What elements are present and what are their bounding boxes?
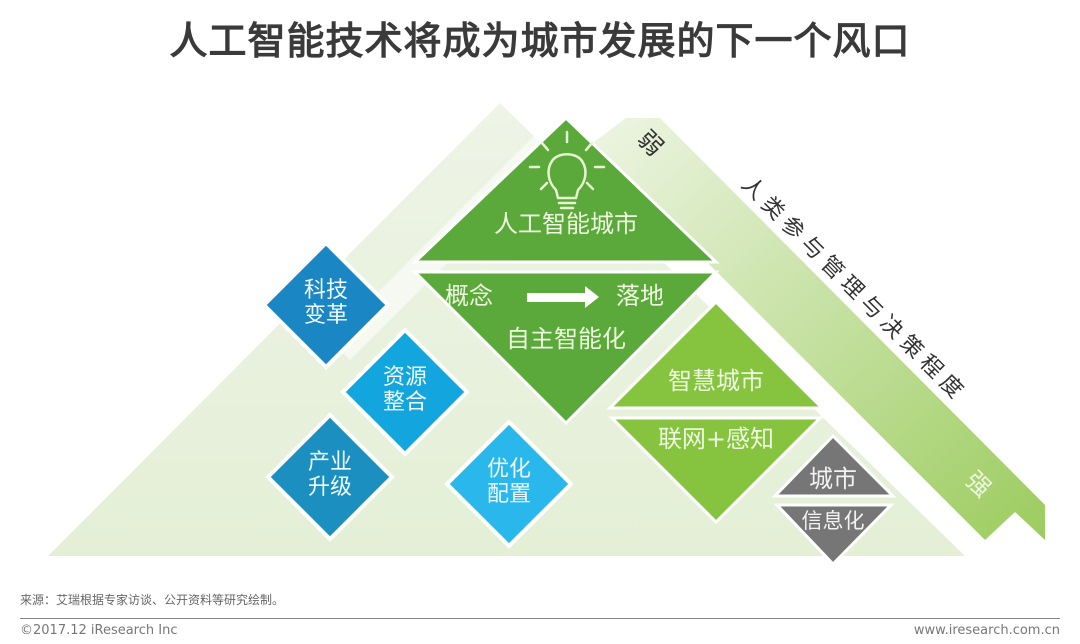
driver-line: 产业: [307, 450, 352, 475]
network-perception-label: 联网+感知: [657, 425, 775, 453]
arrow-right-icon: [527, 286, 599, 308]
concept-label: 概念: [445, 282, 493, 310]
stage-smart-city: [606, 299, 826, 525]
axis-ribbon: [590, 118, 1045, 540]
footer-divider: [20, 618, 1060, 619]
city-heading: 城市: [809, 465, 857, 493]
smart-city-heading: 智慧城市: [668, 367, 764, 395]
lightbulb-icon: [528, 130, 606, 210]
informatization-label: 信息化: [801, 509, 865, 533]
driver-line: 科技: [303, 278, 348, 303]
driver-optimize-allocation: 优化 配置: [479, 457, 539, 508]
driver-line: 配置: [486, 482, 531, 508]
website-link[interactable]: www.iresearch.com.cn: [913, 623, 1060, 638]
driver-line: 变革: [303, 303, 348, 329]
driver-line: 整合: [382, 390, 427, 416]
stage-city-informatization: [771, 433, 897, 567]
ai-city-heading: 人工智能城市: [494, 210, 638, 238]
stage-ai-city: [411, 115, 720, 426]
driver-industry-upgrade: 产业 升级: [300, 450, 360, 501]
driver-diamonds: [261, 240, 574, 549]
driver-tech-revolution: 科技 变革: [296, 278, 356, 329]
autonomous-intelligence-label: 自主智能化: [506, 325, 626, 353]
driver-line: 升级: [307, 475, 352, 501]
page-title: 人工智能技术将成为城市发展的下一个风口: [169, 19, 911, 63]
driver-line: 资源: [382, 365, 427, 390]
driver-line: 优化: [486, 457, 531, 482]
copyright: ©2017.12 iResearch Inc: [20, 623, 178, 638]
driver-resource-integration: 资源 整合: [375, 365, 435, 416]
landing-label: 落地: [616, 282, 664, 310]
source-note: 来源：艾瑞根据专家访谈、公开资料等研究绘制。: [20, 593, 285, 607]
